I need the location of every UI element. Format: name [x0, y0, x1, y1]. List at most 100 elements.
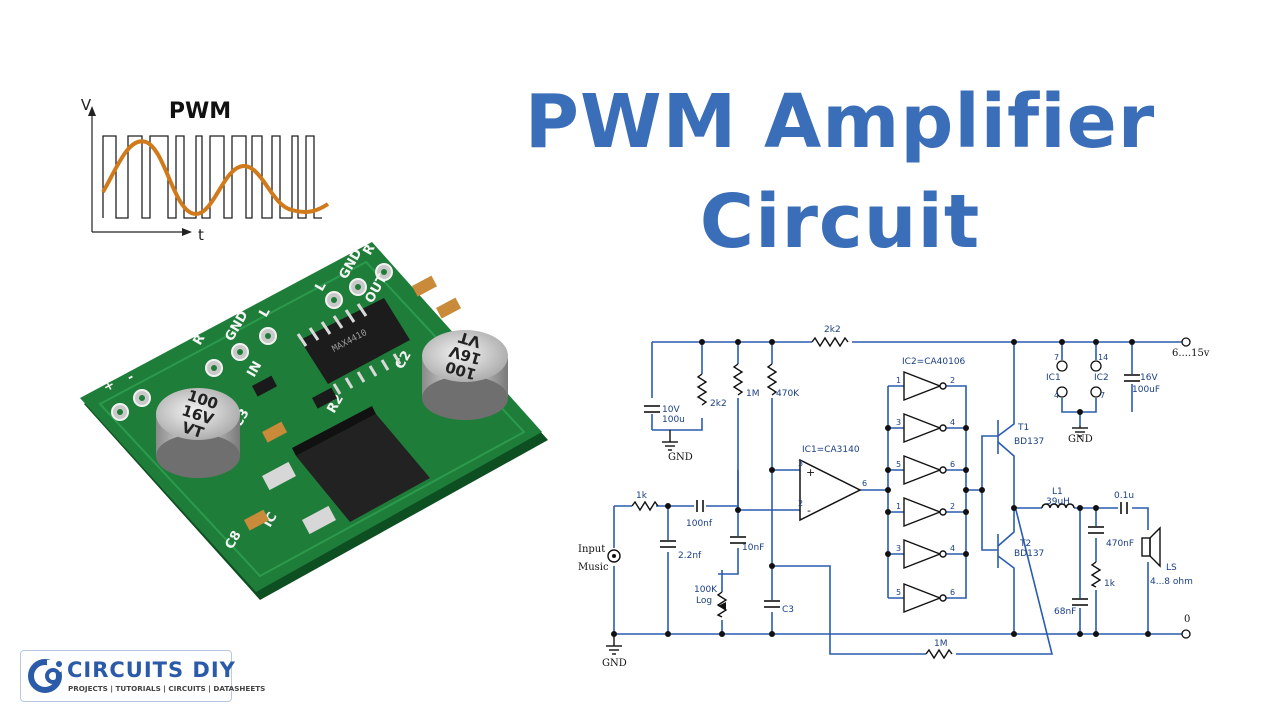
label-c-10v: 10V [662, 405, 680, 415]
schematic: + - 6....15v 0 GND [578, 325, 1210, 669]
label-pin-4: 4 [1054, 391, 1059, 400]
opamp-ic1 [799, 458, 862, 522]
label-c-100uf: 100uF [1132, 385, 1160, 395]
resistor-2k2-left [696, 373, 708, 406]
inv1-in-pin: 1 [896, 376, 901, 385]
resistor-2k2-top [811, 336, 849, 348]
input-jack-icon [607, 549, 621, 563]
resistors [631, 336, 1102, 660]
label-r-470k: 470K [776, 389, 800, 399]
logo-name: CIRCUITS DIY [67, 658, 236, 682]
capacitor-left: 100 16V VT [156, 386, 240, 478]
amp-ic-chip: MAX4410 [296, 298, 410, 395]
inv4-in-pin: 1 [896, 502, 901, 511]
board-trace-outline [98, 260, 526, 578]
label-c-100u: 100u [662, 415, 685, 425]
input-jack-pin [612, 554, 616, 558]
title-line-2: Circuit [699, 179, 981, 265]
t-axis-label: t [198, 226, 204, 244]
label-pot-log: Log [696, 596, 712, 606]
pwm-graph-title: PWM [169, 99, 231, 124]
label-r-1m-feedback: 1M [934, 639, 948, 649]
inv6-out-pin: 6 [950, 588, 955, 597]
label-c-100nf: 100nf [686, 519, 713, 529]
label-gnd-2: GND [1068, 434, 1093, 445]
label-input: Input [578, 544, 605, 555]
inductor-l1 [1041, 503, 1075, 509]
label-ls-value: 4...8 ohm [1150, 577, 1193, 587]
v-axis-arrow [88, 106, 96, 116]
label-pot: 100K [694, 585, 718, 595]
board-surface [80, 242, 542, 592]
pad-holes [117, 269, 387, 415]
smd-components [243, 275, 462, 531]
silk-in: IN [244, 359, 265, 380]
label-pwr-ic2: IC2 [1094, 373, 1109, 383]
label-c-68nf: 68nF [1054, 607, 1076, 617]
pwm-square-wave [102, 135, 322, 219]
label-t1: T1 [1017, 423, 1029, 433]
pwm-audio-sine [101, 139, 330, 217]
label-c-16v: 16V [1140, 373, 1158, 383]
circuits-diy-logo[interactable]: CIRCUITS DIY PROJECTS | TUTORIALS | CIRC… [20, 650, 265, 702]
label-r-2k2-left: 2k2 [710, 399, 727, 409]
label-pin-14: 14 [1098, 353, 1108, 362]
label-gnd-3: GND [602, 658, 627, 669]
power-pin-circles [1056, 360, 1102, 398]
ground-terminal [1181, 629, 1191, 639]
inv5-in-pin: 3 [896, 544, 901, 553]
inv3-in-pin: 5 [896, 460, 901, 469]
inv1-out-pin: 2 [950, 376, 955, 385]
cap-right-code: VT [456, 328, 483, 352]
opamp-minus: - [807, 504, 811, 517]
page-title: PWM Amplifier Circuit [480, 72, 1200, 272]
label-gnd-1: GND [668, 452, 693, 463]
silk-minus: - [125, 370, 137, 386]
label-c3: C3 [782, 605, 794, 615]
label-r-1k-out: 1k [1104, 579, 1116, 589]
label-l1-value: 39uH [1046, 497, 1070, 507]
title-line-1: PWM Amplifier [524, 79, 1156, 165]
label-r-2k2-top: 2k2 [824, 325, 841, 335]
resistor-1m-feedback [925, 648, 953, 660]
resistor-470k [766, 363, 778, 396]
label-zero: 0 [1184, 614, 1190, 625]
label-opamp-pin6: 6 [862, 479, 867, 488]
speaker-icon [1141, 526, 1161, 568]
label-r-1k-in: 1k [636, 491, 648, 501]
regulator-component [262, 406, 430, 535]
logo-tagline: PROJECTS | TUTORIALS | CIRCUITS | DATASH… [68, 684, 266, 693]
label-r-1m: 1M [746, 389, 760, 399]
label-ls: LS [1166, 563, 1177, 573]
label-music: Music [578, 562, 609, 573]
schematic-labels: 6....15v 0 GND GND GND Input Music 1k 10… [578, 325, 1210, 669]
label-c-10nf: 10nF [742, 543, 764, 553]
inv2-in-pin: 3 [896, 418, 901, 427]
resistor-1m [732, 363, 744, 396]
pwm-graph: V t PWM [81, 96, 330, 244]
supply-terminal [1181, 337, 1191, 347]
resistor-1k-in [631, 500, 659, 512]
label-t1-type: BD137 [1014, 437, 1044, 447]
inv6-in-pin: 5 [896, 588, 901, 597]
label-pin-7a: 7 [1054, 353, 1059, 362]
label-opamp-pin2: 2 [798, 499, 803, 508]
ground-symbols [606, 426, 1088, 655]
pot-100k [716, 591, 728, 618]
label-ic2: IC2=CA40106 [902, 357, 966, 367]
junction-dots [611, 339, 1151, 637]
pot-wiper-arrow [718, 602, 726, 610]
t-axis-arrow [182, 228, 192, 236]
label-ic1: IC1=CA3140 [802, 445, 860, 455]
amplifier-board: + - R GND L IN R GND L OUT C2 C3 C8 IC R… [80, 242, 548, 600]
inv2-out-pin: 4 [950, 418, 955, 427]
inv3-out-pin: 6 [950, 460, 955, 469]
label-pwr-ic1: IC1 [1046, 373, 1061, 383]
inv4-out-pin: 2 [950, 502, 955, 511]
label-t2-type: BD137 [1014, 549, 1044, 559]
label-c-2n2: 2.2nf [678, 551, 702, 561]
logo-mark-icon [28, 659, 62, 693]
schematic-wires [613, 341, 1182, 655]
